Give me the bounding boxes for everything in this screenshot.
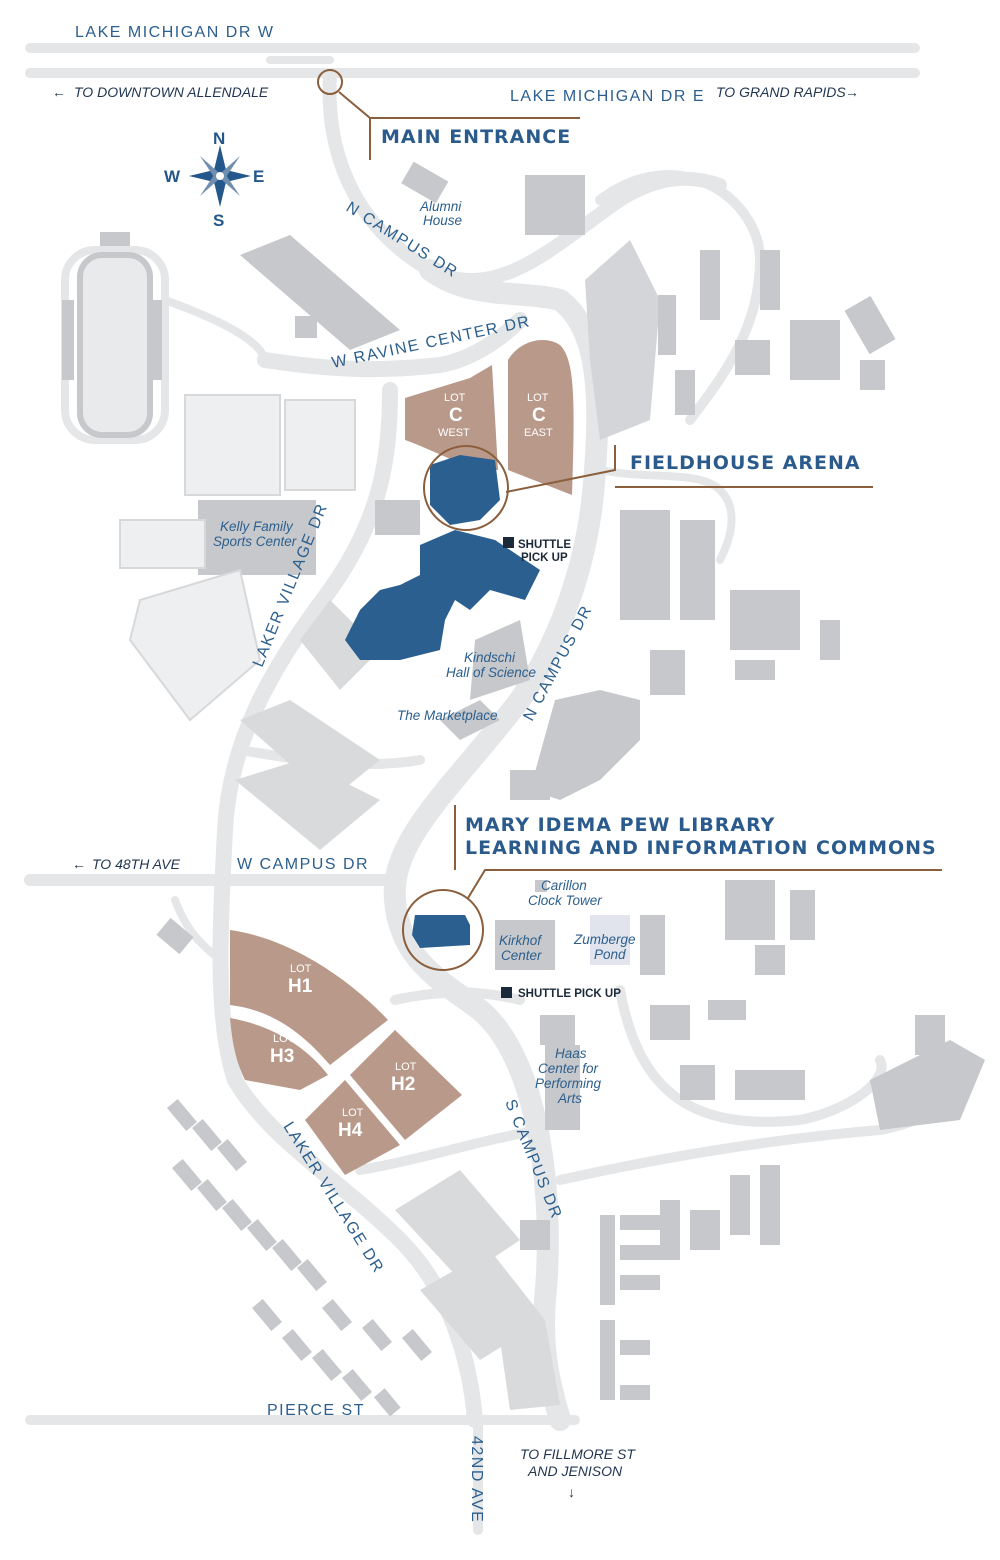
- road-lake-michigan-e: LAKE MICHIGAN DR E: [510, 88, 705, 105]
- fieldhouse-complex[interactable]: [345, 530, 540, 660]
- campus-buildings: [62, 161, 985, 1417]
- direction-fillmore-2: AND JENISON: [527, 1463, 623, 1479]
- callout-fieldhouse[interactable]: FIELDHOUSE ARENA: [630, 452, 861, 474]
- callout-library-1[interactable]: MARY IDEMA PEW LIBRARY: [465, 814, 775, 836]
- compass-rose-icon: [189, 145, 251, 207]
- label-carillon-2: Clock Tower: [528, 893, 602, 908]
- label-haas-1: Haas: [555, 1046, 587, 1061]
- shuttle-lower: SHUTTLE PICK UP: [518, 988, 621, 1000]
- lot-h3-big: H3: [270, 1046, 294, 1067]
- lot-c-east-sub: EAST: [524, 427, 553, 439]
- lot-c-west-shape[interactable]: [405, 365, 498, 470]
- shuttle-upper-2: PICK UP: [521, 552, 568, 564]
- label-carillon-1: Carillon: [541, 878, 587, 893]
- lot-c-west-sub: WEST: [438, 427, 470, 439]
- lot-h3-shape[interactable]: [230, 1018, 328, 1090]
- direction-grand-rapids: TO GRAND RAPIDS: [716, 84, 846, 100]
- shuttle-upper-1: SHUTTLE: [518, 539, 571, 551]
- road-lake-michigan-w: LAKE MICHIGAN DR W: [75, 24, 274, 41]
- lot-h4-big: H4: [338, 1120, 363, 1141]
- compass-n: N: [213, 129, 225, 148]
- compass-s: S: [213, 211, 224, 230]
- label-zumberge-1: Zumberge: [573, 932, 636, 947]
- label-alumni-2: House: [423, 213, 462, 228]
- lot-c-west-small: LOT: [444, 392, 466, 404]
- label-zumberge-2: Pond: [594, 947, 626, 962]
- direction-48th: TO 48TH AVE: [92, 856, 181, 872]
- label-kindschi-1: Kindschi: [464, 650, 516, 665]
- arrow-down-icon: ↓: [568, 1484, 575, 1500]
- direction-downtown: TO DOWNTOWN ALLENDALE: [74, 84, 269, 100]
- library-building[interactable]: [412, 915, 470, 948]
- lot-h2-small: LOT: [395, 1061, 417, 1073]
- lot-c-east-shape[interactable]: [508, 340, 574, 495]
- compass-e: E: [253, 167, 264, 186]
- fieldhouse-building[interactable]: [430, 455, 500, 525]
- road-42nd-ave: 42ND AVE: [468, 1436, 485, 1523]
- arrow-right-icon: →: [845, 84, 859, 100]
- parking-lots: [230, 340, 574, 1175]
- lot-h2-shape[interactable]: [350, 1030, 462, 1140]
- lot-h1-small: LOT: [290, 963, 312, 975]
- label-kelly-2: Sports Center: [213, 534, 297, 549]
- lot-h3-small: LOT: [273, 1033, 295, 1045]
- label-kindschi-2: Hall of Science: [446, 665, 536, 680]
- direction-fillmore-1: TO FILLMORE ST: [520, 1446, 636, 1462]
- label-kelly-1: Kelly Family: [220, 519, 294, 534]
- label-kirkhof-2: Center: [501, 948, 542, 963]
- road-pierce: PIERCE ST: [267, 1402, 365, 1419]
- label-kirkhof-1: Kirkhof: [499, 933, 542, 948]
- shuttle-stop-icon: [503, 537, 514, 548]
- arrow-left-icon: ←: [52, 84, 66, 100]
- arrow-left-icon: ←: [72, 856, 86, 872]
- label-marketplace: The Marketplace: [397, 708, 498, 723]
- road-w-campus: W CAMPUS DR: [237, 856, 369, 873]
- callout-lines: [317, 69, 942, 971]
- compass-w: W: [164, 167, 181, 186]
- label-alumni-1: Alumni: [419, 199, 462, 214]
- lot-h2-big: H2: [391, 1074, 415, 1095]
- lot-h1-shape[interactable]: [230, 930, 388, 1065]
- highlight-buildings: [345, 455, 540, 948]
- callout-library-2[interactable]: LEARNING AND INFORMATION COMMONS: [465, 837, 937, 859]
- callout-main-entrance[interactable]: MAIN ENTRANCE: [381, 126, 571, 148]
- label-haas-2: Center for: [538, 1061, 599, 1076]
- lot-c-west-big: C: [449, 405, 463, 426]
- lot-h4-small: LOT: [342, 1107, 364, 1119]
- label-haas-4: Arts: [557, 1091, 582, 1106]
- lot-c-east-big: C: [532, 405, 546, 426]
- lot-h4-shape[interactable]: [305, 1080, 400, 1175]
- label-haas-3: Performing: [535, 1076, 602, 1091]
- lot-c-east-small: LOT: [527, 392, 549, 404]
- shuttle-stop-icon: [501, 987, 512, 998]
- lot-h1-big: H1: [288, 976, 313, 997]
